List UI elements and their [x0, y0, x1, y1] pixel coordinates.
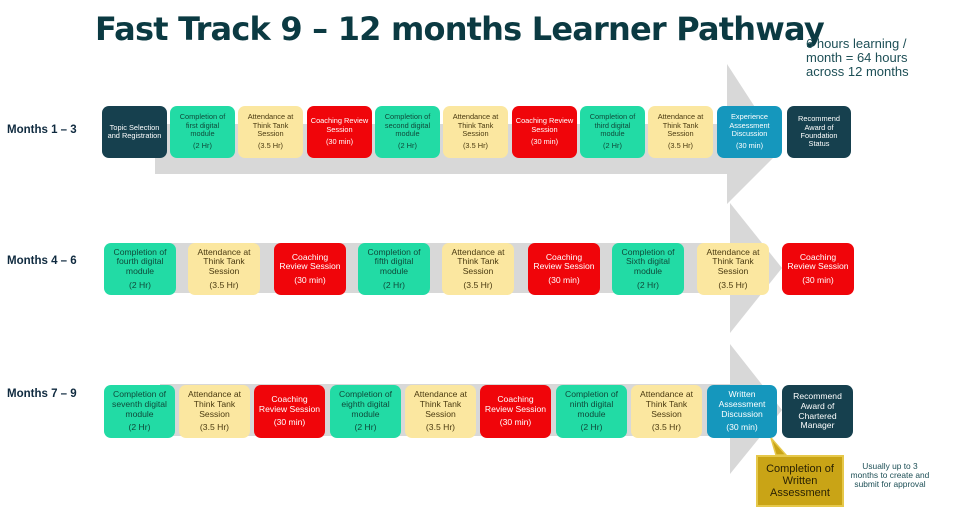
pathway-step: Recommend Award of Chartered Manager — [782, 385, 853, 438]
row-label: Months 4 – 6 — [7, 255, 77, 267]
pathway-step: Attendance at Think Tank Session (3.5 Hr) — [631, 385, 702, 438]
step-title: Attendance at Think Tank Session — [657, 112, 704, 138]
step-duration: (3.5 Hr) — [209, 279, 239, 290]
step-title: Attendance at Think Tank Session — [639, 389, 694, 419]
step-duration: (2 Hr) — [383, 279, 405, 290]
step-duration: (3.5 Hr) — [425, 422, 456, 433]
pathway-step: Recommend Award of Foundation Status — [787, 106, 851, 158]
step-title: Coaching Review Session — [279, 251, 341, 272]
step-duration: (2 Hr) — [193, 141, 212, 151]
step-title: Coaching Review Session — [484, 394, 547, 414]
step-title: Topic Selection and Registration — [107, 122, 162, 140]
pathway-step: Written Assessment Discussion (30 min) — [707, 385, 777, 438]
step-duration: (3.5 Hr) — [462, 141, 489, 151]
step-duration: (3.5 Hr) — [651, 422, 682, 433]
step-duration: (2 Hr) — [128, 422, 151, 433]
pathway-step: Completion of second digital module (2 Hr… — [375, 106, 440, 158]
pathway-step: Coaching Review Session (30 min) — [782, 243, 854, 295]
step-duration: (2 Hr) — [354, 422, 377, 433]
hours-note: 6 hours learning / month = 64 hours acro… — [806, 36, 909, 79]
step-duration: (30 min) — [735, 141, 764, 151]
step-title: Attendance at Think Tank Session — [247, 112, 294, 138]
pathway-step: Topic Selection and Registration — [102, 106, 167, 158]
step-title: Completion of ninth digital module — [564, 389, 619, 419]
step-title: Completion of eighth digital module — [338, 389, 393, 419]
step-title: Attendance at Think Tank Session — [452, 112, 499, 138]
step-title: Completion of second digital module — [384, 112, 431, 138]
step-title: Experience Assessment Discussion — [729, 112, 770, 138]
pathway-step: Attendance at Think Tank Session (3.5 Hr) — [188, 243, 260, 295]
pathway-step: Completion of eighth digital module (2 Hr… — [330, 385, 401, 438]
step-title: Coaching Review Session — [787, 251, 849, 272]
step-title: Recommend Award of Chartered Manager — [793, 391, 842, 431]
pathway-step: Completion of first digital module (2 Hr) — [170, 106, 235, 158]
pathway-step: Attendance at Think Tank Session (3.5 Hr) — [405, 385, 476, 438]
pathway-step: Attendance at Think Tank Session (3.5 Hr) — [443, 106, 508, 158]
pathway-step: Coaching Review Session (30 min) — [512, 106, 577, 158]
step-duration: (30 min) — [325, 137, 354, 147]
step-duration: (2 Hr) — [129, 279, 151, 290]
step-title: Coaching Review Session — [310, 116, 369, 134]
step-title: Attendance at Think Tank Session — [187, 389, 242, 419]
step-title: Completion of fifth digital module — [367, 246, 421, 276]
step-duration: (2 Hr) — [603, 141, 622, 151]
step-duration: (30 min) — [273, 417, 306, 428]
step-duration: (30 min) — [802, 274, 834, 285]
pathway-step: Completion of fourth digital module (2 Hr… — [104, 243, 176, 295]
pathway-step: Attendance at Think Tank Session (3.5 Hr) — [697, 243, 769, 295]
step-duration: (2 Hr) — [580, 422, 603, 433]
pathway-step: Coaching Review Session (30 min) — [480, 385, 551, 438]
step-title: Attendance at Think Tank Session — [451, 246, 505, 276]
step-title: Coaching Review Session — [515, 116, 574, 134]
step-title: Completion of Sixth digital module — [621, 246, 675, 276]
step-title: Completion of first digital module — [179, 112, 226, 138]
step-duration: (30 min) — [548, 274, 580, 285]
pathway-step: Coaching Review Session (30 min) — [254, 385, 325, 438]
step-title: Recommend Award of Foundation Status — [798, 114, 840, 149]
step-title: Coaching Review Session — [258, 394, 321, 414]
step-duration: (3.5 Hr) — [463, 279, 493, 290]
written-assessment-callout: Completion of Written Assessment — [756, 455, 844, 507]
pathway-step: Attendance at Think Tank Session (3.5 Hr) — [238, 106, 303, 158]
pathway-step: Completion of Sixth digital module (2 Hr) — [612, 243, 684, 295]
side-note: Usually up to 3 months to create and sub… — [850, 461, 930, 489]
step-title: Completion of fourth digital module — [113, 246, 167, 276]
pathway-step: Attendance at Think Tank Session (3.5 Hr) — [179, 385, 250, 438]
step-title: Attendance at Think Tank Session — [413, 389, 468, 419]
step-duration: (30 min) — [726, 422, 758, 433]
pathway-step: Attendance at Think Tank Session (3.5 Hr) — [442, 243, 514, 295]
pathway-step: Completion of third digital module (2 Hr) — [580, 106, 645, 158]
step-title: Completion of third digital module — [589, 112, 636, 138]
pathway-step: Coaching Review Session (30 min) — [274, 243, 346, 295]
page-title: Fast Track 9 – 12 months Learner Pathway — [95, 10, 825, 48]
step-duration: (30 min) — [294, 274, 326, 285]
step-title: Written Assessment Discussion — [718, 389, 766, 419]
step-duration: (3.5 Hr) — [257, 141, 284, 151]
pathway-step: Completion of fifth digital module (2 Hr) — [358, 243, 430, 295]
pathway-step: Completion of seventh digital module (2 H… — [104, 385, 175, 438]
step-title: Attendance at Think Tank Session — [197, 246, 251, 276]
pathway-step: Attendance at Think Tank Session (3.5 Hr) — [648, 106, 713, 158]
step-title: Attendance at Think Tank Session — [706, 246, 760, 276]
step-duration: (3.5 Hr) — [718, 279, 748, 290]
step-title: Completion of seventh digital module — [112, 389, 167, 419]
row-label: Months 1 – 3 — [7, 124, 77, 136]
step-duration: (2 Hr) — [637, 279, 659, 290]
pathway-step: Completion of ninth digital module (2 Hr) — [556, 385, 627, 438]
step-duration: (2 Hr) — [398, 141, 417, 151]
step-title: Coaching Review Session — [533, 251, 595, 272]
step-duration: (3.5 Hr) — [667, 141, 694, 151]
step-duration: (30 min) — [530, 137, 559, 147]
row-label: Months 7 – 9 — [7, 388, 77, 400]
pathway-step: Experience Assessment Discussion (30 min) — [717, 106, 782, 158]
step-duration: (30 min) — [499, 417, 532, 428]
pathway-step: Coaching Review Session (30 min) — [307, 106, 372, 158]
step-duration: (3.5 Hr) — [199, 422, 230, 433]
pathway-step: Coaching Review Session (30 min) — [528, 243, 600, 295]
